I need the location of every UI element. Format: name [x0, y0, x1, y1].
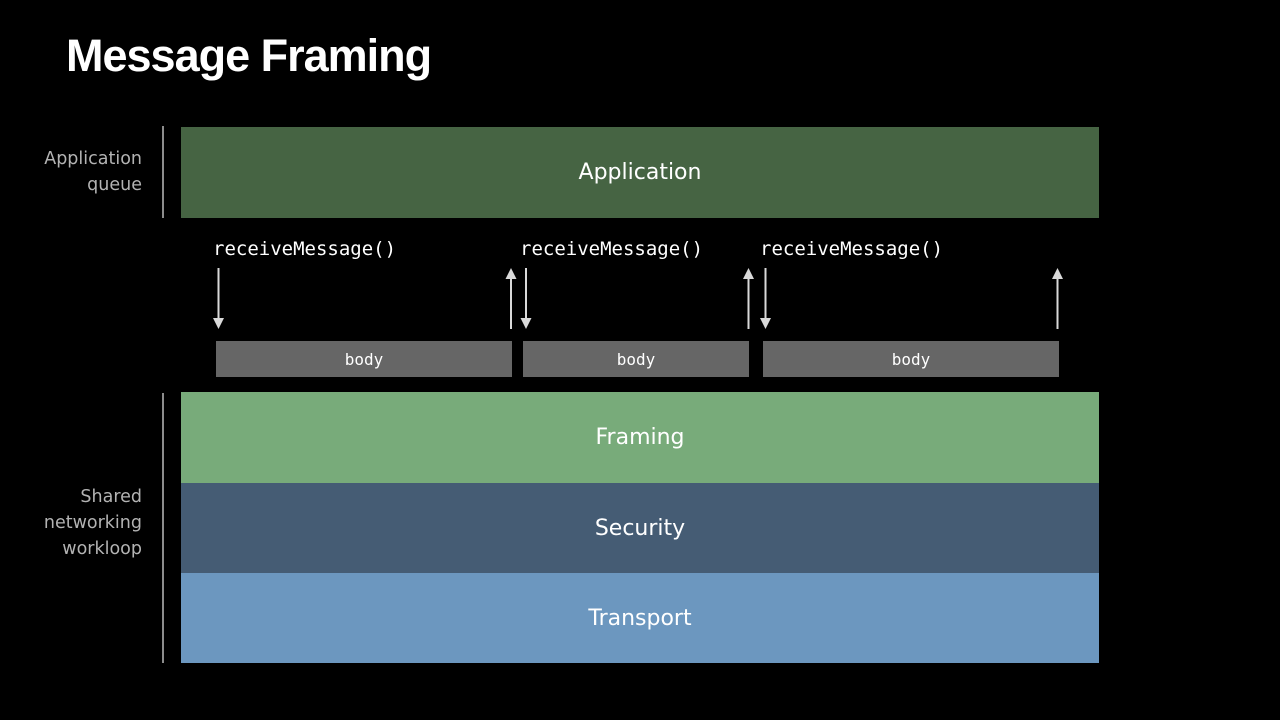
application-queue-label-line-1: Application — [44, 149, 142, 169]
application-queue-bracket — [162, 126, 164, 218]
message-body-2: body — [523, 341, 749, 377]
receive-message-call-3: receiveMessage() — [760, 238, 944, 260]
up-arrow-icon — [1052, 268, 1063, 329]
shared-workloop-label: Shared networking workloop — [44, 484, 142, 562]
application-queue-label-line-2: queue — [87, 175, 142, 195]
framing-layer-label: Framing — [595, 425, 685, 450]
shared-workloop-label-line-1: Shared — [80, 487, 142, 507]
application-queue-label: Application queue — [44, 146, 142, 198]
message-body-3: body — [763, 341, 1059, 377]
message-body-3-label: body — [891, 349, 931, 369]
up-arrow-icon — [743, 268, 754, 329]
slide-title: Message Framing — [66, 30, 432, 81]
shared-workloop-label-line-3: workloop — [62, 539, 142, 559]
down-arrow-icon — [213, 268, 224, 329]
shared-workloop-label-line-2: networking — [43, 513, 142, 533]
receive-message-call-2: receiveMessage() — [520, 238, 704, 260]
transport-layer-label: Transport — [588, 605, 692, 631]
transport-layer: Transport — [181, 573, 1099, 663]
message-body-1-label: body — [344, 349, 384, 369]
down-arrow-icon — [760, 268, 771, 329]
down-arrow-icon — [520, 268, 532, 329]
receive-message-call-1: receiveMessage() — [213, 238, 397, 260]
framing-layer: Framing — [181, 392, 1099, 483]
security-layer: Security — [181, 483, 1099, 573]
shared-workloop-bracket — [162, 393, 164, 663]
message-body-1: body — [216, 341, 512, 377]
up-arrow-icon — [505, 268, 517, 329]
message-body-2-label: body — [616, 349, 656, 369]
application-layer-label: Application — [578, 160, 702, 185]
security-layer-label: Security — [594, 515, 686, 541]
application-layer: Application — [181, 127, 1099, 218]
